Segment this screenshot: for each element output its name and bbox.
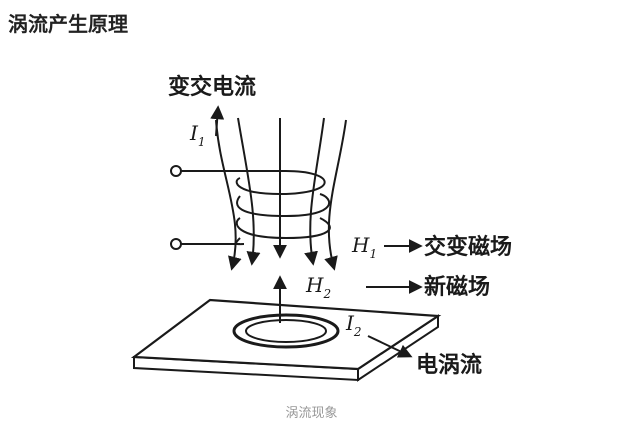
label-new-field: 新磁场 — [424, 274, 490, 300]
current-i1-arrow — [210, 105, 225, 137]
coil-terminal-top — [170, 165, 182, 177]
coil-winding-1 — [235, 170, 326, 196]
label-i1: I1 — [189, 121, 206, 149]
eddy-ring-inner — [245, 319, 327, 343]
eddy-current-diagram: 变交电流 I1 H1 交变磁场 H2 新磁场 I2 电涡流 — [120, 68, 560, 390]
coil-winding-3 — [235, 217, 331, 240]
label-eddy-current: 电涡流 — [416, 352, 482, 378]
coil-winding-4 — [235, 237, 245, 246]
coil-winding-2 — [236, 193, 331, 218]
label-h2: H2 — [305, 273, 331, 301]
figure-caption: 涡流现象 — [285, 406, 338, 421]
field-line-right-outer — [324, 119, 347, 271]
label-i2: I2 — [345, 311, 362, 339]
diagram-canvas: 变交电流 I1 H1 交变磁场 H2 新磁场 I2 电涡流 — [130, 74, 512, 382]
field-line-left-inner — [237, 117, 261, 266]
label-alternating-current: 变交电流 — [168, 74, 256, 100]
eddy-ring-outer — [232, 313, 340, 349]
field-line-right-inner — [304, 117, 325, 266]
coil-terminal-bottom — [170, 238, 182, 250]
page-title: 涡流产生原理 — [8, 12, 128, 36]
field-line-left-outer — [215, 119, 242, 271]
label-h1: H1 — [351, 233, 377, 261]
label-alternating-field: 交变磁场 — [424, 234, 512, 260]
i2-pointer — [367, 335, 413, 358]
conductor-plate-top — [130, 298, 442, 371]
